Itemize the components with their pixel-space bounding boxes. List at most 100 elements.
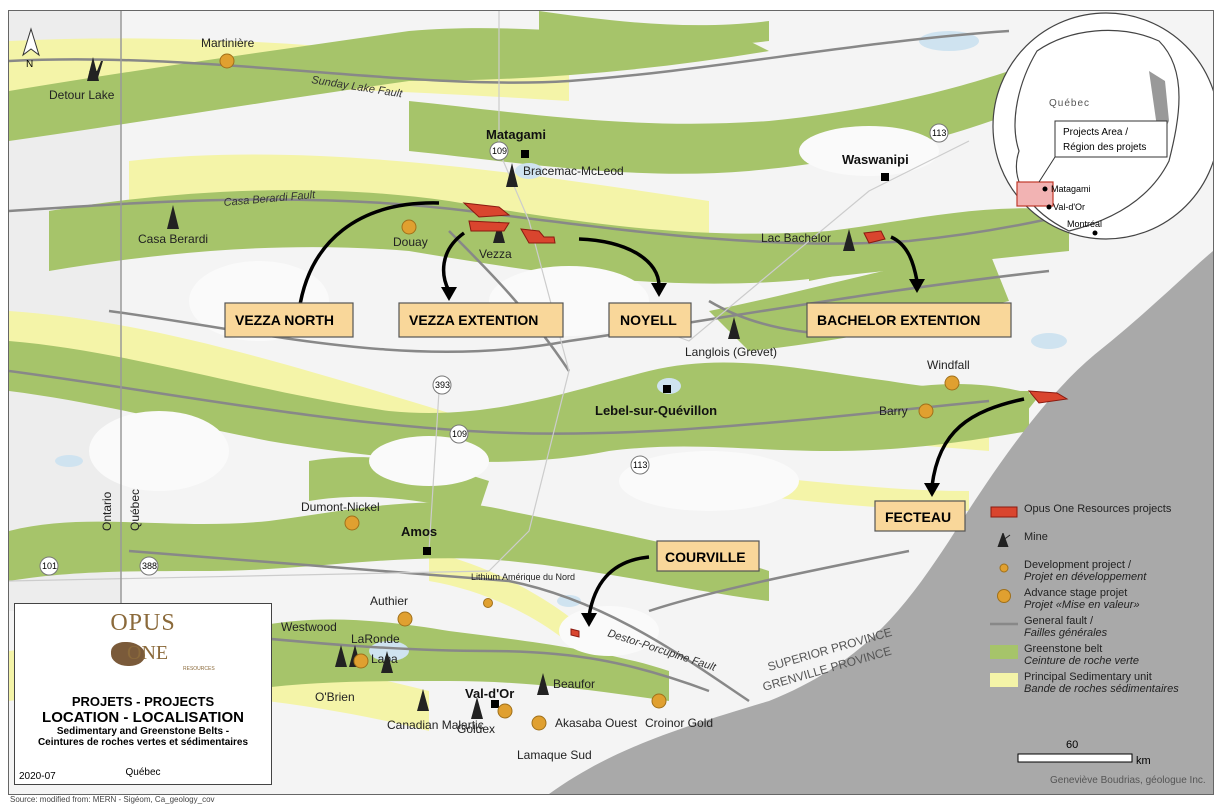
mine-label-westwood: Westwood bbox=[281, 620, 337, 634]
scale-value: 60 bbox=[1066, 739, 1078, 751]
border-label-ontario: Ontario bbox=[100, 491, 114, 531]
mine-icon bbox=[471, 697, 485, 719]
legend-fault-symbol bbox=[990, 622, 1018, 626]
mine-label-canadian-malartic: Canadian Malartic bbox=[387, 718, 484, 732]
title-province: Québec bbox=[125, 767, 161, 778]
project-label-vezza-extention: VEZZA EXTENTION bbox=[409, 312, 538, 328]
mine-label-bracemac: Bracemac-McLeod bbox=[523, 164, 624, 178]
route-shields: 109 113 393 109 113 388 101 bbox=[39, 123, 949, 576]
route-113-south: 113 bbox=[633, 460, 647, 470]
north-arrow-label: N bbox=[26, 59, 33, 70]
mine-icon bbox=[728, 317, 742, 339]
water-bodies bbox=[55, 31, 1067, 661]
inset-locator-map: Québec Matagami Val-d'Or Montréal Projec… bbox=[992, 12, 1213, 240]
project-box-vezza-north: VEZZA NORTH bbox=[224, 302, 354, 338]
logo-rock-icon bbox=[111, 642, 145, 666]
advanced-project-labels: Martinière Douay Windfall Barry Dumont-N… bbox=[201, 36, 970, 762]
mine-label-lapa: Lapa bbox=[371, 652, 398, 666]
project-label-courville: COURVILLE bbox=[665, 549, 746, 565]
project-box-noyell: NOYELL bbox=[608, 302, 692, 338]
legend-row-development: Development project /Projet en développe… bbox=[982, 559, 1202, 587]
mine-icon bbox=[843, 229, 857, 251]
mines: Detour Lake Casa Berardi Bracemac-McLeod… bbox=[49, 57, 857, 736]
project-label-fecteau: FECTEAU bbox=[885, 509, 951, 525]
title-line-4: Ceintures de roches vertes et sédimentai… bbox=[37, 737, 249, 748]
project-arrows bbox=[297, 201, 1025, 617]
development-projects: Lithium Amérique du Nord bbox=[471, 572, 575, 608]
adv-label-martiniere: Martinière bbox=[201, 36, 255, 50]
inset-callout-line1: Projects Area / bbox=[1063, 127, 1128, 138]
route-109-south: 109 bbox=[452, 429, 467, 439]
project-label-noyell: NOYELL bbox=[620, 312, 677, 328]
project-box-vezza-extention: VEZZA EXTENTION bbox=[398, 302, 564, 338]
legend-row-projects: Opus One Resources projects bbox=[982, 503, 1202, 531]
legend-label-fault: General fault / bbox=[1024, 615, 1094, 627]
project-box-courville: COURVILLE bbox=[656, 540, 760, 572]
legend-label-sediment-fr: Bande de roches sédimentaires bbox=[1024, 683, 1179, 695]
town-marker-matagami bbox=[521, 150, 529, 158]
logo-text-opus: OPUS bbox=[110, 610, 176, 636]
logo-text-resources: RESOURCES bbox=[183, 666, 215, 672]
town-marker-waswanipi bbox=[881, 173, 889, 181]
route-109-north: 109 bbox=[492, 146, 507, 156]
route-101: 101 bbox=[42, 561, 57, 571]
title-line-2: LOCATION - LOCALISATION bbox=[42, 709, 244, 726]
legend-label-fault-fr: Failles générales bbox=[1024, 627, 1108, 639]
town-label-waswanipi: Waswanipi bbox=[842, 152, 909, 167]
source-note: Source: modified from: MERN - Sigéom, Ca… bbox=[10, 795, 215, 804]
fault-lines bbox=[9, 29, 1160, 703]
title-block: OPUS ONE RESOURCES PROJETS - PROJECTS LO… bbox=[14, 603, 272, 785]
title-line-3: Sedimentary and Greenstone Belts - bbox=[56, 726, 230, 737]
adv-label-akasaba: Akasaba Ouest bbox=[555, 716, 638, 730]
opus-one-logo: OPUS ONE RESOURCES bbox=[15, 604, 271, 676]
legend-label-greenstone-fr: Ceinture de roche verte bbox=[1024, 655, 1139, 667]
legend-label-projects: Opus One Resources projects bbox=[1024, 503, 1172, 515]
title-line-1: PROJETS - PROJECTS bbox=[71, 694, 215, 709]
mine-label-detour-lake: Detour Lake bbox=[49, 88, 115, 102]
mine-icon bbox=[381, 651, 395, 673]
adv-label-lamaque: Lamaque Sud bbox=[517, 748, 592, 762]
legend-label-sediment: Principal Sedimentary unit bbox=[1024, 671, 1152, 683]
inset-projects-area bbox=[1016, 181, 1054, 207]
town-label-matagami: Matagami bbox=[486, 127, 546, 142]
legend-sediment-swatch bbox=[990, 673, 1018, 687]
town-label-lebel: Lebel-sur-Quévillon bbox=[595, 403, 717, 418]
route-388: 388 bbox=[142, 561, 157, 571]
grenville-province bbox=[549, 251, 1213, 794]
scale-bar: 60 km bbox=[1016, 736, 1176, 781]
legend-label-mine: Mine bbox=[1024, 531, 1048, 543]
project-box-bachelor-extention: BACHELOR EXTENTION bbox=[806, 302, 1012, 338]
mine-icon bbox=[417, 689, 431, 711]
adv-label-windfall: Windfall bbox=[927, 358, 970, 372]
opus-one-projects bbox=[462, 202, 1069, 638]
adv-label-barry: Barry bbox=[879, 404, 908, 418]
inset-callout-box bbox=[1054, 120, 1168, 158]
dev-label-lithium: Lithium Amérique du Nord bbox=[471, 572, 575, 582]
mine-label-casa-berardi: Casa Berardi bbox=[138, 232, 208, 246]
legend-label-advanced: Advance stage projet bbox=[1024, 587, 1128, 599]
adv-label-croinor: Croinor Gold bbox=[645, 716, 713, 730]
inset-region-label: Québec bbox=[1049, 98, 1090, 109]
towns: Matagami Waswanipi Lebel-sur-Quévillon A… bbox=[401, 127, 909, 708]
adv-label-dumont: Dumont-Nickel bbox=[301, 500, 380, 514]
advanced-projects bbox=[219, 53, 960, 731]
mine-label-lac-bachelor: Lac Bachelor bbox=[761, 231, 831, 245]
border-label-quebec: Québec bbox=[128, 489, 142, 531]
credit-text: Geneviève Boudrias, géologue Inc. bbox=[1050, 775, 1206, 786]
legend-label-development-fr: Projet en développement bbox=[1024, 571, 1147, 583]
inset-city-valdor: Val-d'Or bbox=[1053, 202, 1085, 212]
inset-city-montreal: Montréal bbox=[1067, 219, 1102, 229]
legend-row-fault: General fault /Failles générales bbox=[982, 615, 1202, 643]
legend-project-symbol bbox=[990, 506, 1018, 518]
mine-icon bbox=[167, 205, 181, 229]
project-box-fecteau: FECTEAU bbox=[874, 500, 966, 532]
inset-callout-line2: Région des projets bbox=[1063, 142, 1146, 153]
title-date: 2020-07 bbox=[19, 771, 56, 782]
route-393: 393 bbox=[435, 380, 450, 390]
mine-icon bbox=[87, 57, 103, 81]
legend-advanced-symbol bbox=[997, 589, 1011, 603]
mine-icon bbox=[493, 221, 507, 243]
legend-greenstone-swatch bbox=[990, 645, 1018, 659]
